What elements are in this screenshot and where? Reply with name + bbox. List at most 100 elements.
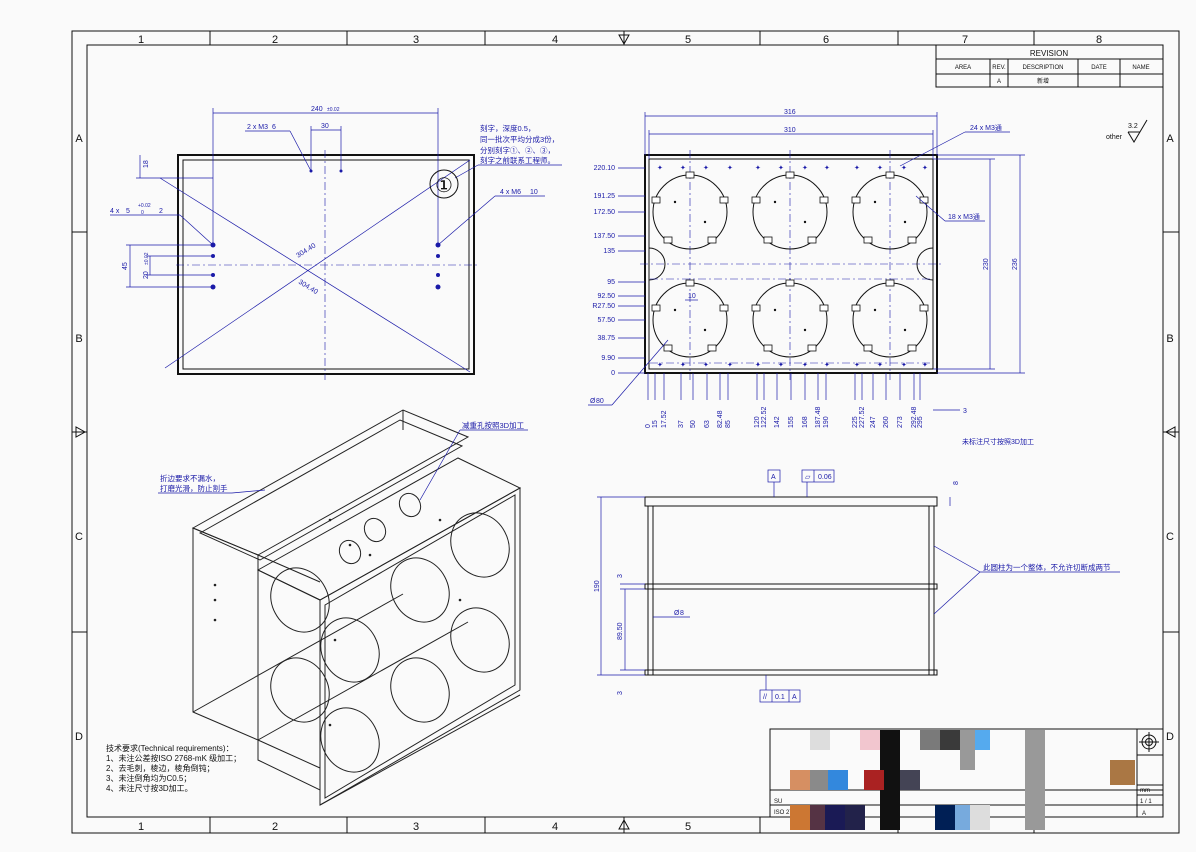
- tech-item: 1、未注公差按ISO 2768-mK 级加工；: [106, 753, 241, 763]
- title-rev: A: [1142, 811, 1146, 817]
- front-slot: [819, 196, 829, 204]
- engrave-note-line: 分别刻字①、②、③，: [480, 145, 555, 155]
- diag-line-2: [164, 159, 471, 369]
- front-left-ordinate-label: 92.50: [597, 293, 615, 300]
- front-small-hole: [873, 308, 877, 312]
- front-small-hole: [803, 328, 807, 332]
- front-bottom-mark: ✦: [657, 361, 663, 369]
- iso-hole: [363, 517, 387, 543]
- col-label: 3: [413, 821, 419, 833]
- front-top-mark: ✦: [854, 164, 860, 172]
- iso-small-hole: [333, 638, 337, 642]
- dim-hole5-depth: 2: [159, 208, 163, 215]
- front-slot: [919, 196, 929, 204]
- front-slot: [751, 196, 761, 204]
- row-label: B: [75, 333, 82, 345]
- row-label: D: [75, 731, 83, 743]
- front-bottom-ordinate-label: 37: [678, 420, 685, 428]
- iso-hole: [398, 492, 422, 518]
- iso-hole: [450, 512, 510, 578]
- redaction-pixel: [790, 770, 810, 790]
- col-label: 4: [552, 821, 558, 833]
- front-bottom-ordinate-label: 168: [802, 416, 809, 428]
- redaction-pixel: [810, 805, 825, 830]
- front-slot: [707, 344, 717, 352]
- front-slot: [807, 236, 817, 244]
- front-left-ordinate-label: 220.10: [594, 165, 616, 172]
- iso-holes-note: 减重孔按照3D加工: [462, 420, 525, 430]
- front-bottom-ordinate-label: 142: [774, 416, 781, 428]
- column-labels-top: 1 2 3 4 5 6 7 8: [138, 34, 1102, 46]
- front-slot: [719, 196, 729, 204]
- parallel-value: 0.1: [775, 694, 785, 701]
- front-small-hole: [903, 220, 907, 224]
- front-bottom-ordinate-label: 0: [645, 424, 652, 428]
- parallel-ref: A: [792, 694, 797, 701]
- iso-small-hole: [213, 618, 217, 622]
- iso-hole: [390, 557, 450, 623]
- redaction-pixel: [960, 730, 975, 770]
- iso-small-hole: [458, 598, 462, 602]
- center-mark-bottom: [618, 818, 630, 830]
- dim-m3-18: 18 x M3通: [948, 212, 980, 221]
- front-slot: [851, 196, 861, 204]
- dim-190: 190: [594, 580, 601, 592]
- front-slot: [885, 279, 895, 287]
- redaction-pixel: [900, 770, 920, 790]
- col-label: 3: [413, 34, 419, 46]
- tech-item: 3、未注倒角均为C0.5；: [106, 773, 191, 783]
- front-left-ordinates: 220.10191.25172.50137.501359592.50R27.50…: [592, 165, 645, 377]
- inner-frame: [86, 44, 1164, 818]
- iso-fold-note-2: 打磨光滑，防止割手: [160, 483, 228, 493]
- front-slot: [685, 279, 695, 287]
- front-left-ordinate-label: 95: [607, 279, 615, 286]
- front-slot: [663, 236, 673, 244]
- front-small-hole: [773, 200, 777, 204]
- front-left-ordinate-label: R27.50: [592, 303, 615, 310]
- front-top-marks: ✦✦✦✦✦✦✦✦✦✦✦✦✦✦✦✦✦✦✦✦✦✦✦✦: [650, 164, 932, 369]
- front-left-ordinate-label: 191.25: [594, 193, 616, 200]
- revision-header: AREA: [955, 65, 971, 71]
- front-left-ordinate-label: 57.50: [597, 317, 615, 324]
- revision-table: REVISION AREA REV. DESCRIPTION DATE NAME…: [935, 44, 1164, 88]
- flatness-symbol: ▱: [805, 474, 811, 481]
- iso-hole: [270, 567, 330, 633]
- row-label: C: [75, 531, 83, 543]
- redacted-title-block: [760, 730, 1140, 830]
- front-bottom-ordinate-label: 273: [897, 416, 904, 428]
- dim-89: 89.50: [617, 622, 624, 640]
- title-units: mm: [1140, 788, 1150, 794]
- iso-hole: [338, 539, 362, 565]
- redaction-pixel: [810, 770, 830, 790]
- surface-roughness-symbol: other 3.2: [1106, 119, 1148, 143]
- redaction-pixel: [825, 805, 845, 830]
- front-left-ordinate-label: 172.50: [594, 209, 616, 216]
- title-scale: 1 / 1: [1140, 799, 1152, 805]
- front-left-ordinate-label: 9.90: [601, 355, 615, 362]
- redaction-pixel: [935, 805, 955, 830]
- dim-3: 3: [963, 408, 967, 415]
- center-mark-right: [1164, 426, 1176, 438]
- redaction-pixel: [790, 805, 810, 830]
- front-small-hole: [803, 220, 807, 224]
- dim-phi8: 8: [680, 610, 684, 617]
- engrave-note-line: 刻字，深度0.5，: [480, 123, 535, 133]
- front-slot: [919, 304, 929, 312]
- iso-hole: [390, 657, 450, 723]
- front-top-mark: ✦: [824, 164, 830, 172]
- front-bottom-ordinate-label: 260: [883, 416, 890, 428]
- iso-fold-note-1: 折边要求不漏水，: [160, 473, 220, 483]
- front-slot: [663, 344, 673, 352]
- col-label: 1: [138, 821, 144, 833]
- redaction-pixel: [864, 770, 884, 790]
- front-bottom-ordinate-label: 82.48: [717, 410, 724, 428]
- front-bottom-mark: ✦: [755, 361, 761, 369]
- top-view-outline: [177, 154, 475, 375]
- front-top-mark: ✦: [778, 164, 784, 172]
- dim-hole5-tol-dn: 0: [141, 210, 144, 216]
- dim-m3-depth: 6: [272, 124, 276, 131]
- dim-3b: 3: [617, 691, 624, 695]
- iso-small-hole: [213, 598, 217, 602]
- revision-header: DESCRIPTION: [1022, 65, 1063, 71]
- iso-holes: [213, 492, 510, 773]
